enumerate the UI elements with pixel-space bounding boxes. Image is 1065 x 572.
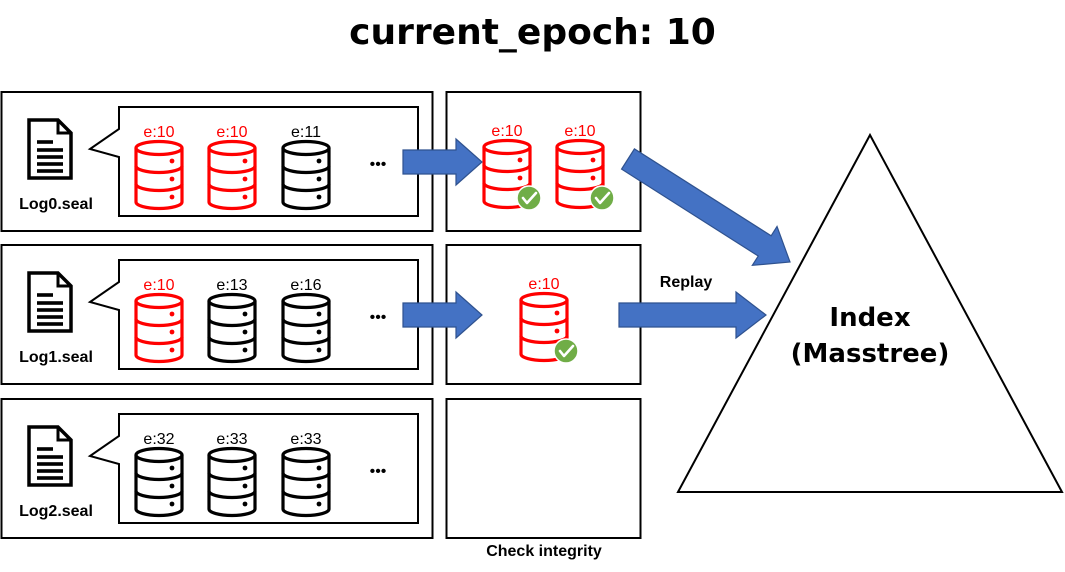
ellipsis: ••• xyxy=(370,463,387,480)
database-icon xyxy=(134,292,184,364)
database-icon xyxy=(281,446,331,518)
log-file-name: Log2.seal xyxy=(19,503,93,520)
index-type-label: (Masstree) xyxy=(791,339,950,369)
segment-epoch-label: e:10 xyxy=(216,124,247,141)
segment-epoch-label: e:13 xyxy=(216,277,247,294)
segment-epoch-label: e:11 xyxy=(291,124,321,141)
verified-epoch-label: e:10 xyxy=(528,276,559,293)
checkmark-icon xyxy=(553,338,579,364)
database-icon xyxy=(281,139,331,211)
database-icon xyxy=(207,446,257,518)
segment-epoch-label: e:33 xyxy=(216,431,247,448)
database-icon xyxy=(207,292,257,364)
log-row: Log0.seal e:10 e:10 e:11 ••• e:10 e:10 xyxy=(0,91,642,232)
verified-epoch-label: e:10 xyxy=(491,123,522,140)
segment-epoch-label: e:10 xyxy=(143,277,174,294)
database-icon xyxy=(134,446,184,518)
database-icon xyxy=(281,292,331,364)
segment-epoch-label: e:10 xyxy=(143,124,174,141)
document-icon xyxy=(27,425,73,487)
extract-arrow xyxy=(402,137,483,187)
integrity-box xyxy=(445,398,642,539)
replay-arrow xyxy=(620,148,791,267)
segment-epoch-label: e:33 xyxy=(290,431,321,448)
segment-epoch-label: e:16 xyxy=(290,277,321,294)
ellipsis: ••• xyxy=(370,309,387,326)
document-icon xyxy=(27,118,73,180)
diagram-title: current_epoch: 10 xyxy=(349,12,716,53)
log-file-name: Log1.seal xyxy=(19,349,93,366)
database-icon xyxy=(207,139,257,211)
log-file-name: Log0.seal xyxy=(19,196,93,213)
replay-arrow xyxy=(618,290,767,340)
log-row: Log2.seal e:32 e:33 e:33 ••• xyxy=(0,398,642,539)
segment-epoch-label: e:32 xyxy=(143,431,174,448)
replay-label: Replay xyxy=(660,274,713,291)
extract-arrow xyxy=(402,290,483,340)
document-icon xyxy=(27,271,73,333)
ellipsis: ••• xyxy=(370,156,387,173)
verified-epoch-label: e:10 xyxy=(564,123,595,140)
check-integrity-label: Check integrity xyxy=(486,543,602,560)
checkmark-icon xyxy=(516,185,542,211)
log-row: Log1.seal e:10 e:13 e:16 ••• e:10 xyxy=(0,244,642,385)
database-icon xyxy=(134,139,184,211)
checkmark-icon xyxy=(589,185,615,211)
index-triangle xyxy=(676,132,1064,493)
index-label: Index xyxy=(829,303,910,333)
